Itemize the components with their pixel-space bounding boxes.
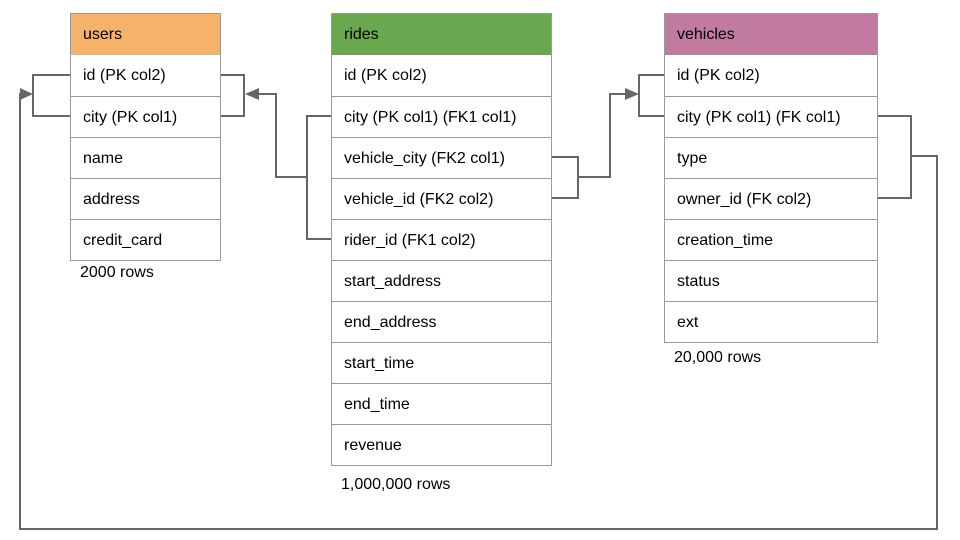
rides-to-vehicles-connector-line [578, 93, 625, 178]
table-row: vehicle_id (FK2 col2) [332, 178, 551, 219]
table-row: vehicle_city (FK2 col1) [332, 137, 551, 178]
table-row: city (PK col1) (FK1 col1) [332, 96, 551, 137]
table-row: end_time [332, 383, 551, 424]
table-row: creation_time [665, 219, 877, 260]
table-row: credit_card [71, 219, 220, 260]
table-row: status [665, 260, 877, 301]
arrowhead-to-vehicles-icon [625, 88, 639, 100]
arrowhead-to-users-right-icon [245, 88, 259, 100]
table-row: ext [665, 301, 877, 342]
table-vehicles-header: vehicles [665, 14, 877, 55]
table-row: id (PK col2) [665, 55, 877, 96]
table-row: name [71, 137, 220, 178]
vehicles-right-bracket-line [877, 115, 912, 199]
rides-right-bracket-line [552, 156, 579, 199]
table-row: address [71, 178, 220, 219]
table-row: id (PK col2) [71, 55, 220, 96]
table-row: owner_id (FK col2) [665, 178, 877, 219]
rides-left-bracket-line [306, 115, 331, 240]
users-left-bracket-line [32, 74, 70, 117]
vehicles-left-bracket-line [638, 74, 664, 117]
table-users: users id (PK col2) city (PK col1) name a… [70, 13, 221, 261]
table-rides-header: rides [332, 14, 551, 55]
vehicles-row-count: 20,000 rows [674, 349, 762, 366]
table-row: end_address [332, 301, 551, 342]
table-row: start_address [332, 260, 551, 301]
table-row: revenue [332, 424, 551, 465]
table-row: id (PK col2) [332, 55, 551, 96]
rides-row-count: 1,000,000 rows [341, 476, 451, 493]
arrowhead-to-users-left-icon [20, 88, 33, 100]
users-right-bracket-line [221, 74, 245, 117]
table-row: start_time [332, 342, 551, 383]
table-row: rider_id (FK1 col2) [332, 219, 551, 260]
table-users-header: users [71, 14, 220, 55]
table-row: type [665, 137, 877, 178]
table-vehicles: vehicles id (PK col2) city (PK col1) (FK… [664, 13, 878, 343]
table-row: city (PK col1) (FK col1) [665, 96, 877, 137]
users-row-count: 2000 rows [80, 264, 154, 281]
table-rides: rides id (PK col2) city (PK col1) (FK1 c… [331, 13, 552, 466]
table-row: city (PK col1) [71, 96, 220, 137]
rides-to-users-connector-line [259, 93, 307, 178]
